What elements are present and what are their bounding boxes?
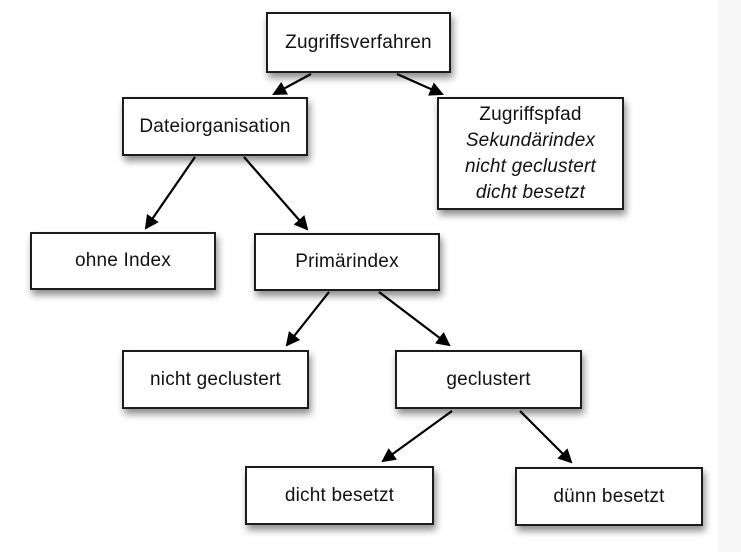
- node-zugriffspfad: Zugriffspfad Sekundärindex nicht geclust…: [437, 97, 624, 210]
- arrow-geclustert-dicht-besetzt: [381, 410, 453, 463]
- node-subline: Sekundärindex: [465, 129, 596, 151]
- arrow-geclustert-duenn-besetzt: [519, 410, 573, 464]
- node-primaerindex: Primärindex: [254, 233, 440, 291]
- arrow-dateiorganisation-primaerindex: [243, 156, 309, 231]
- page-right-margin: [718, 0, 741, 552]
- node-label: Primärindex: [295, 251, 399, 272]
- node-label: dünn besetzt: [553, 485, 665, 507]
- arrow-primaerindex-nicht-geclustert: [285, 291, 330, 347]
- node-dicht-besetzt: dicht besetzt: [245, 466, 434, 525]
- node-geclustert: geclustert: [395, 350, 582, 409]
- node-subline: nicht geclustert: [465, 155, 596, 177]
- node-zugriffsverfahren: Zugriffsverfahren: [266, 12, 451, 73]
- node-title: Zugriffspfad: [479, 103, 582, 125]
- arrow-zugriffsverfahren-zugriffspfad: [396, 72, 444, 96]
- node-label: Dateiorganisation: [139, 115, 291, 137]
- node-label: ohne Index: [74, 250, 172, 271]
- node-label: Zugriffsverfahren: [285, 31, 432, 53]
- node-duenn-besetzt: dünn besetzt: [515, 467, 703, 526]
- node-nicht-geclustert: nicht geclustert: [122, 350, 309, 409]
- arrow-dateiorganisation-ohne-index: [144, 156, 196, 230]
- node-dateiorganisation: Dateiorganisation: [122, 97, 308, 156]
- node-label: geclustert: [446, 368, 531, 390]
- node-subline: dicht besetzt: [475, 181, 586, 203]
- arrow-primaerindex-geclustert: [378, 291, 451, 347]
- arrow-zugriffsverfahren-dateiorganisation: [272, 73, 312, 96]
- node-label: dicht besetzt: [284, 484, 395, 506]
- node-label: nicht geclustert: [150, 368, 281, 390]
- node-ohne-index: ohne Index: [30, 232, 216, 290]
